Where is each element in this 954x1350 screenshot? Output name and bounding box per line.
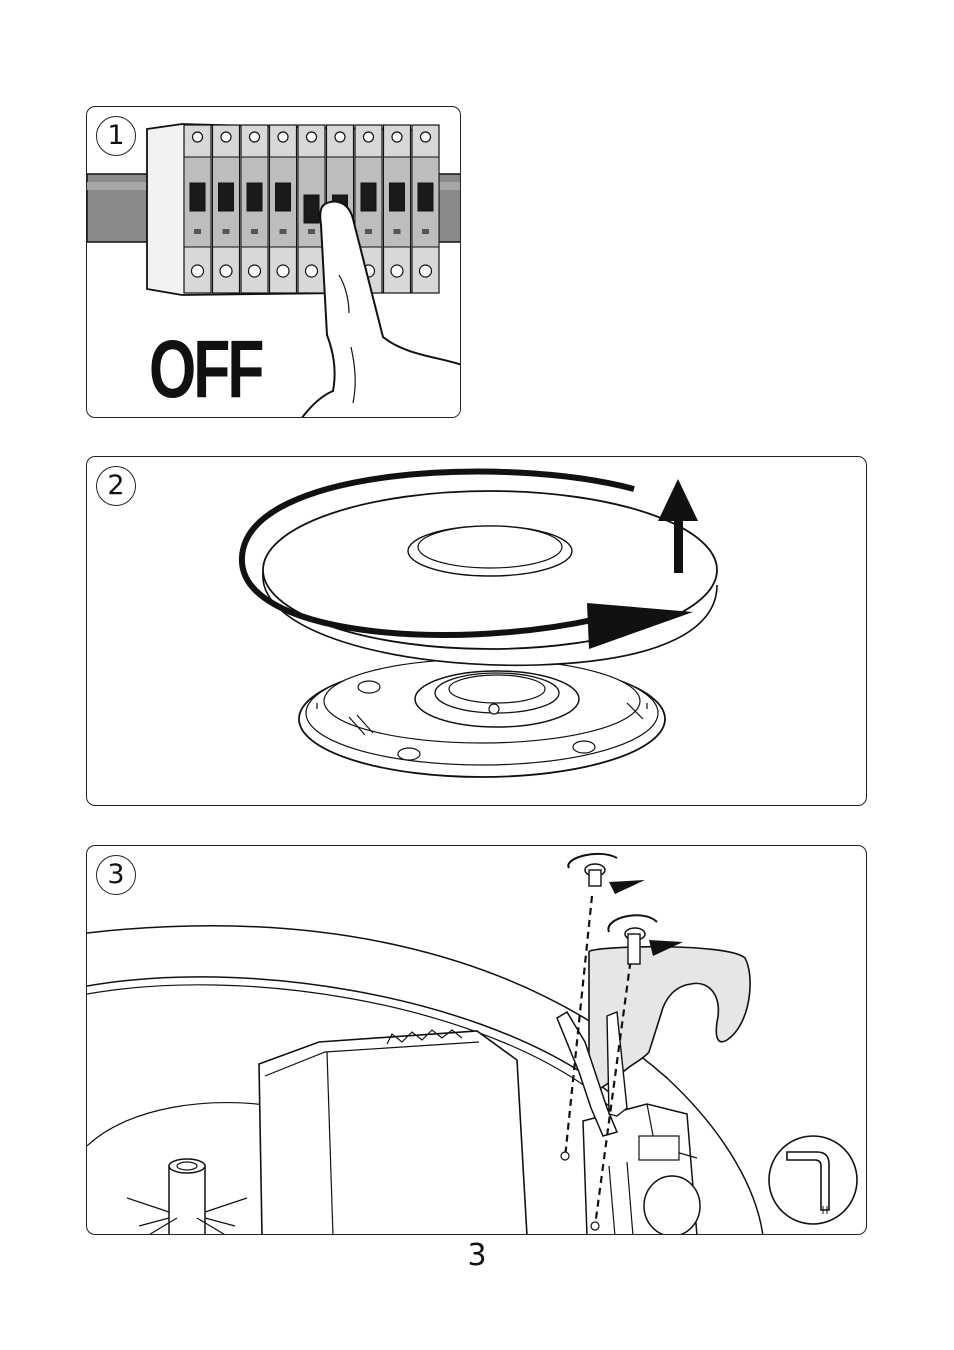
breaker-module [184, 125, 211, 293]
circuit-breaker-illustration [87, 107, 461, 418]
mounting-post-icon [127, 1159, 247, 1235]
lift-arrow-icon [674, 517, 683, 573]
lamp-cover-icon [263, 491, 717, 665]
off-label: OFF [149, 329, 261, 411]
allen-key-icon [769, 1136, 857, 1224]
breaker-module [270, 125, 297, 293]
step-2-number: 2 [96, 466, 136, 506]
breaker-module [241, 125, 268, 293]
breaker-module [384, 125, 411, 293]
step-1-number: 1 [96, 116, 136, 156]
step-3-panel: 3 [86, 845, 867, 1235]
ceiling-base-icon [299, 659, 665, 777]
step-1-panel: 1 OFF [86, 106, 461, 418]
screw-1-icon [568, 854, 645, 894]
rotate-lift-illustration [87, 457, 867, 806]
step-3-number: 3 [96, 855, 136, 895]
page-number: 3 [0, 1238, 954, 1273]
breaker-module [412, 125, 439, 293]
breaker-module [213, 125, 240, 293]
step-2-panel: 2 [86, 456, 867, 806]
remove-screws-illustration [87, 846, 867, 1235]
led-driver-icon [259, 1030, 527, 1235]
